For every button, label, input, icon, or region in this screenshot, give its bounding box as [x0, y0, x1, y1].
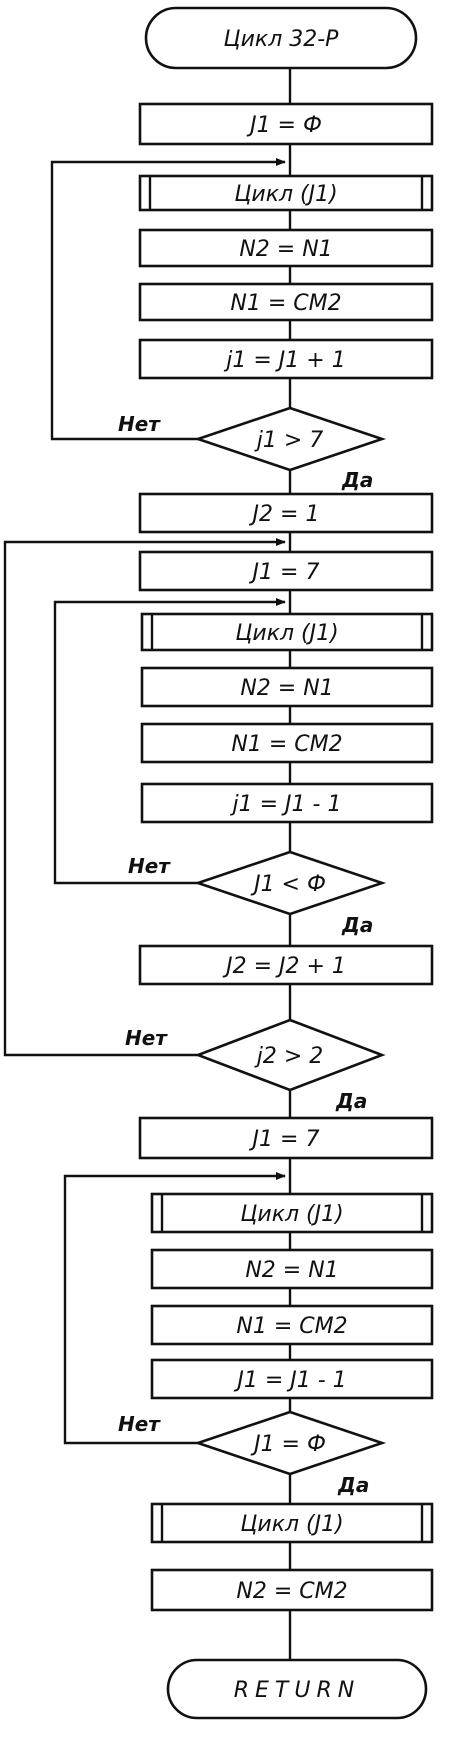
yes-label-1: Да	[341, 468, 373, 492]
process-j1-seven-2: J1 = 7	[138, 1116, 434, 1160]
subroutine-label: Цикл (J1)	[240, 1202, 343, 1227]
process-n2-eq-n1-2: N2 = N1	[140, 666, 434, 708]
subroutine-cycle-3: Цикл (J1)	[150, 1192, 434, 1234]
decision-label: j1 > 7	[254, 428, 324, 453]
start-label: Цикл 32-Р	[224, 27, 340, 52]
no-label-1: Нет	[118, 412, 161, 436]
process-n1-eq-cm2-3: N1 = CM2	[150, 1304, 434, 1346]
subroutine-label: Цикл (J1)	[240, 1512, 343, 1537]
subroutine-cycle-4: Цикл (J1)	[150, 1502, 434, 1544]
yes-label-4: Да	[337, 1473, 369, 1497]
subroutine-label: Цикл (J1)	[235, 621, 338, 646]
process-j2-increment: J2 = J2 + 1	[138, 944, 434, 986]
no-label-4: Нет	[118, 1412, 161, 1436]
loop-back-edge-1	[50, 158, 286, 441]
connectors	[3, 68, 292, 1660]
process-label: J2 = J2 + 1	[222, 954, 346, 979]
process-label: J1 = Ф	[246, 113, 322, 138]
process-increment-1: j1 = J1 + 1	[138, 338, 434, 380]
process-label: N2 = CM2	[236, 1579, 347, 1604]
decision-4: J1 = Ф	[193, 1410, 387, 1476]
loop-back-edge-3	[3, 538, 286, 1057]
start-terminal: Цикл 32-Р	[144, 6, 418, 70]
process-label: j1 = J1 + 1	[223, 348, 345, 373]
decision-label: j2 > 2	[254, 1044, 324, 1069]
process-n1-eq-cm2-2: N1 = CM2	[140, 722, 434, 764]
process-label: J1 = 7	[249, 560, 320, 585]
process-n2-eq-n1-3: N2 = N1	[150, 1248, 434, 1290]
process-j1-init: J1 = Ф	[138, 102, 434, 146]
subroutine-label: Цикл (J1)	[234, 182, 337, 207]
decision-1: j1 > 7	[193, 406, 387, 472]
process-n2-eq-n1-1: N2 = N1	[138, 228, 434, 268]
process-label: J1 = 7	[249, 1127, 320, 1152]
decision-2: J1 < Ф	[193, 850, 387, 916]
process-label: N2 = N1	[239, 237, 332, 262]
process-j1-seven-1: J1 = 7	[138, 550, 434, 592]
loop-back-edge-4	[63, 1172, 286, 1445]
yes-label-2: Да	[341, 913, 373, 937]
decision-label: J1 < Ф	[250, 872, 326, 897]
decision-3: j2 > 2	[194, 1018, 386, 1092]
process-n2-eq-cm2: N2 = CM2	[150, 1568, 434, 1612]
process-label: N2 = N1	[245, 1258, 338, 1283]
subroutine-cycle-2: Цикл (J1)	[140, 612, 434, 652]
process-j2-init: J2 = 1	[138, 492, 434, 534]
process-decrement-3: J1 = J1 - 1	[150, 1358, 434, 1400]
process-label: N1 = CM2	[236, 1314, 347, 1339]
no-label-2: Нет	[128, 854, 171, 878]
process-label: N2 = N1	[240, 676, 333, 701]
process-n1-eq-cm2-1: N1 = CM2	[138, 282, 434, 322]
process-label: J2 = 1	[249, 502, 320, 527]
process-label: N1 = CM2	[231, 732, 342, 757]
yes-label-3: Да	[335, 1089, 367, 1113]
process-label: N1 = CM2	[230, 291, 341, 316]
decision-label: J1 = Ф	[250, 1432, 326, 1457]
subroutine-cycle-1: Цикл (J1)	[138, 174, 434, 212]
end-label: RETURN	[234, 1678, 360, 1703]
loop-back-edge-2	[53, 598, 286, 885]
process-decrement-2: j1 = J1 - 1	[140, 782, 434, 824]
process-label: J1 = J1 - 1	[233, 1368, 346, 1393]
no-label-3: Нет	[125, 1026, 168, 1050]
end-terminal: RETURN	[166, 1658, 428, 1720]
process-label: j1 = J1 - 1	[230, 792, 342, 817]
